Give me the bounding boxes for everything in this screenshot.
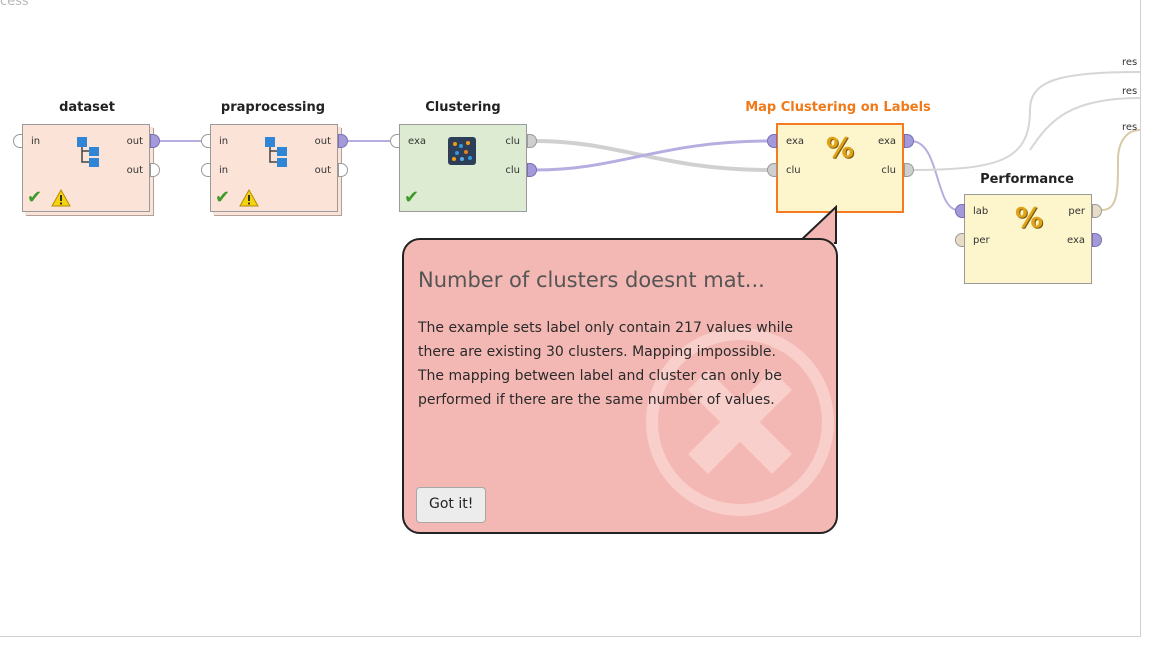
port-label: in [219,165,229,176]
result-port-label: res [1122,86,1138,97]
operator-praprocessing[interactable]: in in out out ✔ [210,124,338,212]
percent-icon: % [826,131,855,164]
operator-performance[interactable]: lab per per exa % [964,194,1092,284]
retrieve-tree-icon [265,137,287,167]
wire-performance-per-result [1101,129,1140,211]
popup-message: The example sets label only contain 217 … [418,316,828,412]
port-label: clu [786,165,801,176]
check-icon: ✔ [27,187,43,208]
port-out-praprocessing-1[interactable] [338,134,348,148]
result-port-label: res [1122,57,1138,68]
operator-name-performance: Performance [980,172,1074,187]
wire-clustering-map-exa [534,139,771,172]
port-label: exa [877,136,896,147]
popup-title: Number of clusters doesnt mat... [418,268,765,292]
port-label: out [314,165,331,176]
clustering-icon [448,137,476,165]
wire-clustering-map-clu [534,139,771,172]
warning-icon [239,189,259,207]
operator-name-map-clustering: Map Clustering on Labels [745,100,931,115]
warning-icon [51,189,71,207]
port-out-performance-per[interactable] [1092,204,1102,218]
check-icon: ✔ [404,187,420,208]
port-in-performance-per[interactable] [955,233,965,247]
port-label: out [314,136,331,147]
port-in-dataset[interactable] [13,134,23,148]
port-label: out [126,165,143,176]
operator-map-clustering-on-labels[interactable]: exa clu exa clu % [776,123,904,213]
wire-map-exa-performance [910,140,959,211]
port-out-clustering-1[interactable] [527,134,537,148]
port-in-praprocessing-1[interactable] [201,134,211,148]
port-label: in [219,136,229,147]
port-label: exa [1066,235,1085,246]
process-canvas[interactable]: cess dataset in out out ✔ praprocessing … [0,0,1141,637]
check-icon: ✔ [215,187,231,208]
port-out-clustering-2[interactable] [527,163,537,177]
operator-name-praprocessing: praprocessing [220,100,326,115]
port-label: exa [786,136,805,147]
operator-clustering[interactable]: exa clu clu ✔ [399,124,527,212]
connection-wires [151,71,1140,211]
wire-map-clu-result-2 [1029,97,1140,151]
port-out-praprocessing-2[interactable] [338,163,348,177]
port-label: in [31,136,41,147]
operator-dataset[interactable]: in out out ✔ [22,124,150,212]
port-label: per [1068,206,1085,217]
port-out-map-exa[interactable] [904,134,914,148]
percent-icon: % [1015,201,1044,234]
retrieve-tree-icon [77,137,99,167]
operator-name-clustering: Clustering [425,100,501,115]
port-in-map-exa[interactable] [767,134,777,148]
error-popup: Number of clusters doesnt mat... The exa… [402,238,838,534]
process-title: cess [0,0,29,9]
port-out-performance-exa[interactable] [1092,233,1102,247]
port-label: clu [505,136,520,147]
port-label: exa [408,136,427,147]
port-out-dataset-1[interactable] [150,134,160,148]
port-label: lab [973,206,989,217]
port-label: out [126,136,143,147]
got-it-button[interactable]: Got it! [416,487,487,523]
port-in-clustering[interactable] [390,134,400,148]
port-in-praprocessing-2[interactable] [201,163,211,177]
popup-message-line-1: The example sets label only contain 217 … [418,320,793,360]
port-out-dataset-2[interactable] [150,163,160,177]
wire-map-clu-result [910,71,1140,171]
result-port-label: res [1122,122,1138,133]
operator-name-dataset: dataset [59,100,115,115]
port-label: per [973,235,990,246]
port-label: clu [505,165,520,176]
popup-message-line-2: The mapping between label and cluster ca… [418,368,782,408]
port-out-map-clu[interactable] [904,163,914,177]
port-in-map-clu[interactable] [767,163,777,177]
error-icon [646,328,834,516]
port-in-performance-lab[interactable] [955,204,965,218]
port-label: clu [881,165,896,176]
